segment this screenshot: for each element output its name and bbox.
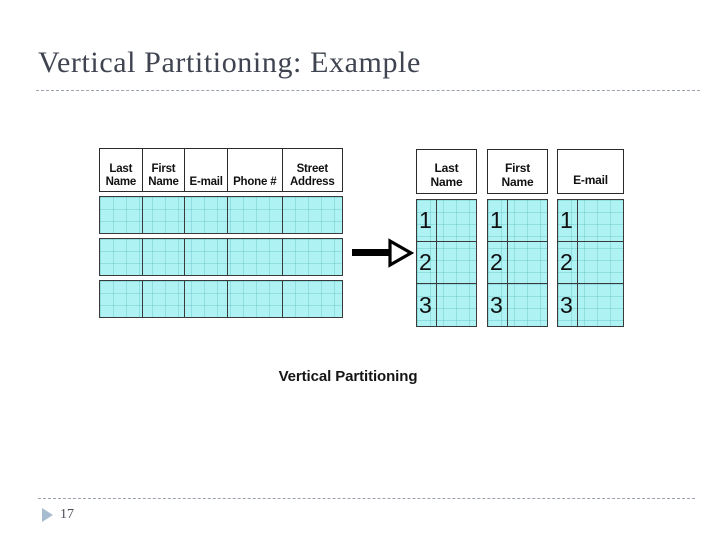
table-cell-email (578, 200, 623, 241)
column-header-phone: Phone # (228, 149, 283, 191)
partition-last-name: Last Name 1 2 3 (416, 149, 477, 327)
table-row: 3 (488, 284, 547, 326)
table-cell-last-name (100, 239, 143, 275)
table-cell-phone (228, 281, 283, 317)
table-cell-email (185, 281, 228, 317)
header-line-2: Name (148, 176, 179, 189)
header-line-2: E-mail (189, 176, 223, 189)
header-line-2: Address (289, 176, 335, 189)
row-number: 3 (558, 284, 578, 326)
table-cell-first-name (508, 242, 547, 283)
table-cell-street-address (283, 281, 343, 317)
header-line-2: E-mail (573, 173, 608, 188)
table-row: 3 (558, 284, 623, 326)
table-cell-phone (228, 197, 283, 233)
header-line-2: Name (501, 175, 534, 190)
table-cell-email (578, 242, 623, 283)
table-cell-email (185, 239, 228, 275)
original-table: Last Name First Name E-mail Phon (99, 148, 343, 318)
table-cell-last-name (437, 242, 476, 283)
table-cell-email (185, 197, 228, 233)
table-cell-first-name (508, 284, 547, 326)
partition-body-email: 1 2 3 (557, 199, 624, 327)
table-cell-street-address (283, 197, 343, 233)
column-header-email: E-mail (185, 149, 228, 191)
header-line-1: Street (296, 163, 329, 176)
row-number: 2 (488, 242, 508, 283)
original-table-header-row: Last Name First Name E-mail Phon (99, 148, 343, 192)
row-number: 1 (558, 200, 578, 241)
slide-number: 17 (60, 507, 74, 522)
table-row (99, 238, 343, 276)
table-cell-phone (228, 239, 283, 275)
header-line-2: Phone # (233, 176, 277, 189)
table-row: 2 (488, 242, 547, 284)
partition-first-name: First Name 1 2 3 (487, 149, 548, 327)
table-cell-email (578, 284, 623, 326)
row-number: 2 (558, 242, 578, 283)
arrow-right-icon (352, 238, 415, 273)
table-cell-last-name (437, 200, 476, 241)
partition-header-first-name: First Name (487, 149, 548, 194)
table-cell-first-name (143, 197, 186, 233)
table-cell-first-name (143, 281, 186, 317)
table-row: 1 (558, 200, 623, 242)
column-header-street-address: Street Address (283, 149, 343, 191)
header-line-2: Name (430, 175, 463, 190)
row-number: 3 (417, 284, 437, 326)
table-cell-last-name (100, 281, 143, 317)
table-row: 2 (558, 242, 623, 284)
row-number: 1 (417, 200, 437, 241)
partition-body-first-name: 1 2 3 (487, 199, 548, 327)
table-cell-street-address (283, 239, 343, 275)
header-line-2: Name (105, 176, 137, 189)
partition-header-last-name: Last Name (416, 149, 477, 194)
header-line-1: Last (434, 161, 459, 176)
table-row: 3 (417, 284, 476, 326)
figure-caption: Vertical Partitioning (0, 368, 720, 385)
row-number: 1 (488, 200, 508, 241)
table-row: 1 (488, 200, 547, 242)
table-cell-first-name (508, 200, 547, 241)
table-cell-last-name (100, 197, 143, 233)
partition-email: E-mail 1 2 3 (557, 149, 624, 327)
page-title: Vertical Partitioning: Example (38, 46, 421, 79)
table-row: 1 (417, 200, 476, 242)
header-line-1: Last (109, 163, 133, 176)
table-row (99, 280, 343, 318)
figure-caption-text: Vertical Partitioning (278, 368, 418, 385)
footer-divider (38, 498, 695, 499)
table-cell-last-name (437, 284, 476, 326)
table-row: 2 (417, 242, 476, 284)
title-divider (36, 90, 700, 91)
header-line-1: First (504, 161, 530, 176)
column-header-first-name: First Name (143, 149, 186, 191)
column-header-last-name: Last Name (100, 149, 143, 191)
header-line-1: First (151, 163, 176, 176)
partition-header-email: E-mail (557, 149, 624, 194)
triangle-right-icon (42, 508, 53, 522)
row-number: 3 (488, 284, 508, 326)
partition-body-last-name: 1 2 3 (416, 199, 477, 327)
row-number: 2 (417, 242, 437, 283)
table-cell-first-name (143, 239, 186, 275)
table-row (99, 196, 343, 234)
